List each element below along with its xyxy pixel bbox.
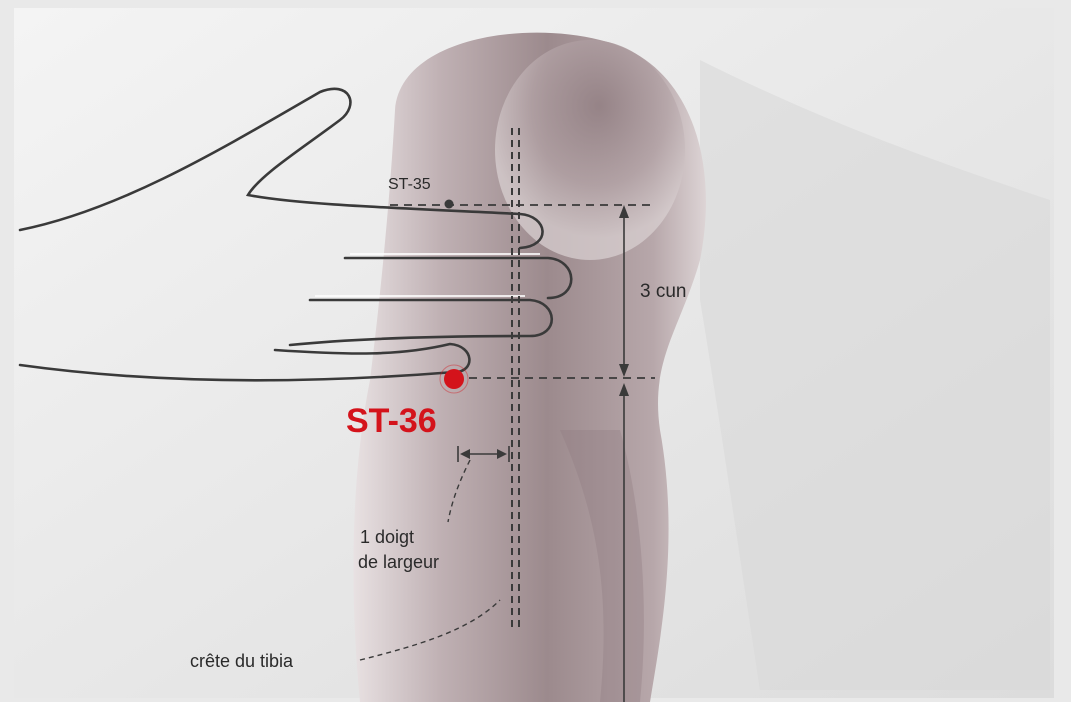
st35-label: ST-35 bbox=[388, 176, 431, 193]
st35-point bbox=[445, 200, 454, 209]
doigt-label-line1: 1 doigt bbox=[360, 527, 414, 547]
knee-shading bbox=[495, 40, 685, 260]
st36-point bbox=[444, 369, 464, 389]
cun-label: 3 cun bbox=[640, 281, 686, 302]
doigt-label-line2: de largeur bbox=[358, 552, 439, 572]
tibia-label: crête du tibia bbox=[190, 651, 294, 671]
st36-label: ST-36 bbox=[346, 402, 437, 440]
